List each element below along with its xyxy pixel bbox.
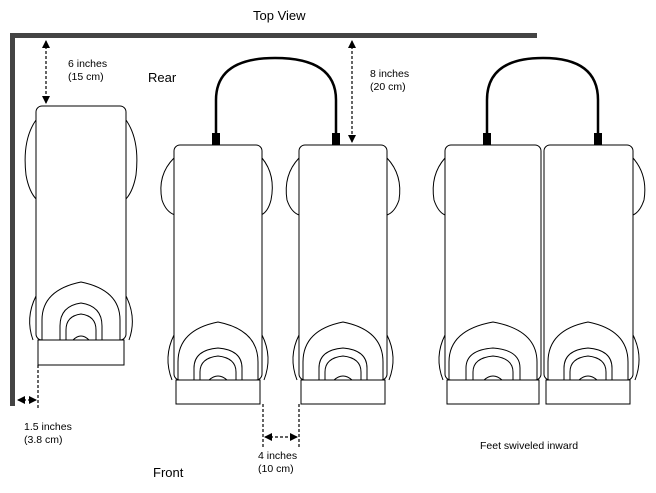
side-wall-clearance-cm: (3.8 cm) (24, 434, 63, 446)
rear-label: Rear (148, 70, 177, 85)
unit-right-of-pair (285, 144, 401, 405)
feet-swiveled-caption: Feet swiveled inward (480, 440, 579, 452)
wall (10, 33, 537, 406)
unit-swiveled-right (543, 144, 646, 405)
cable-right-pair (483, 56, 602, 145)
cable-left-pair (212, 56, 340, 145)
dimension-side-wall (17, 365, 39, 408)
rear-wall-clearance-cm: (15 cm) (68, 71, 104, 83)
side-wall-clearance-inches: 1.5 inches (24, 421, 72, 433)
rear-wall-clearance-inches: 6 inches (68, 58, 108, 70)
dimension-unit-spacing (262, 404, 300, 447)
cable-clearance-inches: 8 inches (370, 68, 410, 80)
front-label: Front (153, 465, 184, 480)
unit-left-of-pair (160, 144, 273, 405)
unit-spacing-cm: (10 cm) (258, 463, 294, 475)
diagram-title: Top View (253, 8, 306, 23)
cable-clearance-cm: (20 cm) (370, 81, 406, 93)
unit-spacing-inches: 4 inches (258, 450, 298, 462)
unit-swiveled-left (432, 144, 542, 405)
unit-against-wall (24, 105, 138, 366)
